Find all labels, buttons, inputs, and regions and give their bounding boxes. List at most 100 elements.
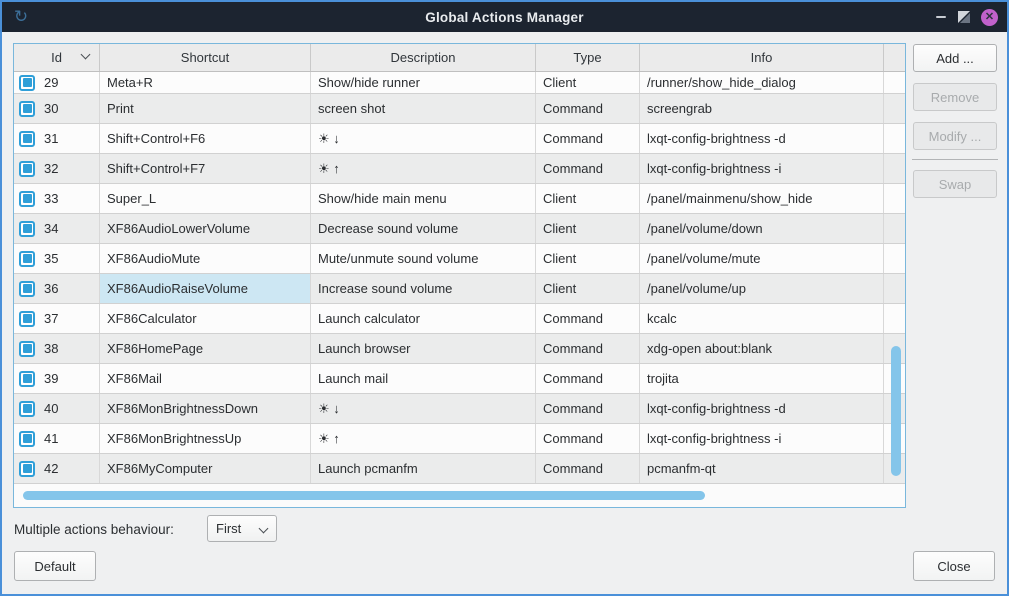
enabled-checkbox[interactable] xyxy=(19,400,35,417)
cell-description[interactable]: ☀ ↑ xyxy=(311,154,536,183)
cell-info[interactable]: lxqt-config-brightness -i xyxy=(640,154,884,183)
cell-id[interactable]: 38 xyxy=(14,334,100,363)
column-header-info[interactable]: Info xyxy=(640,44,884,71)
close-button[interactable]: Close xyxy=(913,551,995,581)
cell-shortcut[interactable]: XF86HomePage xyxy=(100,334,311,363)
close-icon[interactable]: ✕ xyxy=(981,8,998,26)
cell-description[interactable]: Launch pcmanfm xyxy=(311,454,536,483)
enabled-checkbox[interactable] xyxy=(19,100,35,117)
cell-id[interactable]: 33 xyxy=(14,184,100,213)
cell-id[interactable]: 36 xyxy=(14,274,100,303)
cell-description[interactable]: Mute/unmute sound volume xyxy=(311,244,536,273)
cell-description[interactable]: Launch calculator xyxy=(311,304,536,333)
column-header-type[interactable]: Type xyxy=(536,44,640,71)
cell-info[interactable]: /panel/mainmenu/show_hide xyxy=(640,184,884,213)
cell-description[interactable]: Decrease sound volume xyxy=(311,214,536,243)
titlebar[interactable]: ↻ Global Actions Manager ✕ xyxy=(2,2,1007,32)
cell-shortcut[interactable]: Shift+Control+F7 xyxy=(100,154,311,183)
cell-info[interactable]: screengrab xyxy=(640,94,884,123)
cell-info[interactable]: lxqt-config-brightness -i xyxy=(640,424,884,453)
cell-info[interactable]: pcmanfm-qt xyxy=(640,454,884,483)
enabled-checkbox[interactable] xyxy=(19,280,35,297)
cell-description[interactable]: Increase sound volume xyxy=(311,274,536,303)
cell-type[interactable]: Command xyxy=(536,304,640,333)
cell-id[interactable]: 42 xyxy=(14,454,100,483)
cell-id[interactable]: 32 xyxy=(14,154,100,183)
horizontal-scrollbar-thumb[interactable] xyxy=(23,491,705,500)
enabled-checkbox[interactable] xyxy=(19,74,35,91)
cell-description[interactable]: ☀ ↑ xyxy=(311,424,536,453)
cell-type[interactable]: Command xyxy=(536,454,640,483)
cell-type[interactable]: Client xyxy=(536,72,640,93)
cell-type[interactable]: Command xyxy=(536,334,640,363)
cell-shortcut[interactable]: XF86Mail xyxy=(100,364,311,393)
cell-type[interactable]: Command xyxy=(536,424,640,453)
enabled-checkbox[interactable] xyxy=(19,370,35,387)
cell-shortcut[interactable]: XF86AudioMute xyxy=(100,244,311,273)
cell-type[interactable]: Client xyxy=(536,274,640,303)
cell-type[interactable]: Client xyxy=(536,214,640,243)
cell-shortcut[interactable]: XF86MonBrightnessDown xyxy=(100,394,311,423)
cell-shortcut[interactable]: Meta+R xyxy=(100,72,311,93)
enabled-checkbox[interactable] xyxy=(19,220,35,237)
cell-id[interactable]: 30 xyxy=(14,94,100,123)
cell-shortcut[interactable]: XF86MyComputer xyxy=(100,454,311,483)
enabled-checkbox[interactable] xyxy=(19,460,35,477)
behaviour-select[interactable]: First xyxy=(207,515,277,542)
cell-shortcut[interactable]: XF86MonBrightnessUp xyxy=(100,424,311,453)
column-header-id[interactable]: Id xyxy=(14,44,100,71)
enabled-checkbox[interactable] xyxy=(19,340,35,357)
cell-type[interactable]: Command xyxy=(536,124,640,153)
cell-id[interactable]: 37 xyxy=(14,304,100,333)
cell-id[interactable]: 41 xyxy=(14,424,100,453)
cell-type[interactable]: Command xyxy=(536,364,640,393)
cell-shortcut[interactable]: Shift+Control+F6 xyxy=(100,124,311,153)
cell-description[interactable]: Launch mail xyxy=(311,364,536,393)
minimize-icon[interactable] xyxy=(935,9,947,25)
enabled-checkbox[interactable] xyxy=(19,310,35,327)
maximize-icon[interactable] xyxy=(958,11,970,23)
cell-shortcut[interactable]: XF86AudioLowerVolume xyxy=(100,214,311,243)
cell-info[interactable]: /panel/volume/mute xyxy=(640,244,884,273)
cell-info[interactable]: /panel/volume/down xyxy=(640,214,884,243)
cell-id[interactable]: 31 xyxy=(14,124,100,153)
vertical-scrollbar-thumb[interactable] xyxy=(891,346,901,476)
cell-description[interactable]: ☀ ↓ xyxy=(311,394,536,423)
cell-info[interactable]: lxqt-config-brightness -d xyxy=(640,124,884,153)
cell-id[interactable]: 40 xyxy=(14,394,100,423)
cell-description[interactable]: screen shot xyxy=(311,94,536,123)
cell-type[interactable]: Client xyxy=(536,244,640,273)
cell-shortcut[interactable]: XF86AudioRaiseVolume xyxy=(100,274,311,303)
enabled-checkbox[interactable] xyxy=(19,250,35,267)
default-button[interactable]: Default xyxy=(14,551,96,581)
cell-info[interactable]: trojita xyxy=(640,364,884,393)
cell-info[interactable]: kcalc xyxy=(640,304,884,333)
cell-type[interactable]: Client xyxy=(536,184,640,213)
cell-type[interactable]: Command xyxy=(536,154,640,183)
cell-description[interactable]: Show/hide runner xyxy=(311,72,536,93)
cell-info[interactable]: /panel/volume/up xyxy=(640,274,884,303)
enabled-checkbox[interactable] xyxy=(19,160,35,177)
cell-id[interactable]: 39 xyxy=(14,364,100,393)
cell-id[interactable]: 35 xyxy=(14,244,100,273)
app-icon[interactable]: ↻ xyxy=(13,7,29,26)
cell-info[interactable]: /runner/show_hide_dialog xyxy=(640,72,884,93)
column-header-description[interactable]: Description xyxy=(311,44,536,71)
column-header-shortcut[interactable]: Shortcut xyxy=(100,44,311,71)
cell-info[interactable]: lxqt-config-brightness -d xyxy=(640,394,884,423)
cell-shortcut[interactable]: XF86Calculator xyxy=(100,304,311,333)
add-button[interactable]: Add ... xyxy=(913,44,997,72)
cell-id[interactable]: 34 xyxy=(14,214,100,243)
cell-description[interactable]: Show/hide main menu xyxy=(311,184,536,213)
cell-description[interactable]: Launch browser xyxy=(311,334,536,363)
cell-shortcut[interactable]: Super_L xyxy=(100,184,311,213)
enabled-checkbox[interactable] xyxy=(19,430,35,447)
cell-info[interactable]: xdg-open about:blank xyxy=(640,334,884,363)
cell-shortcut[interactable]: Print xyxy=(100,94,311,123)
cell-description[interactable]: ☀ ↓ xyxy=(311,124,536,153)
cell-type[interactable]: Command xyxy=(536,94,640,123)
enabled-checkbox[interactable] xyxy=(19,190,35,207)
cell-type[interactable]: Command xyxy=(536,394,640,423)
enabled-checkbox[interactable] xyxy=(19,130,35,147)
cell-id[interactable]: 29 xyxy=(14,72,100,93)
